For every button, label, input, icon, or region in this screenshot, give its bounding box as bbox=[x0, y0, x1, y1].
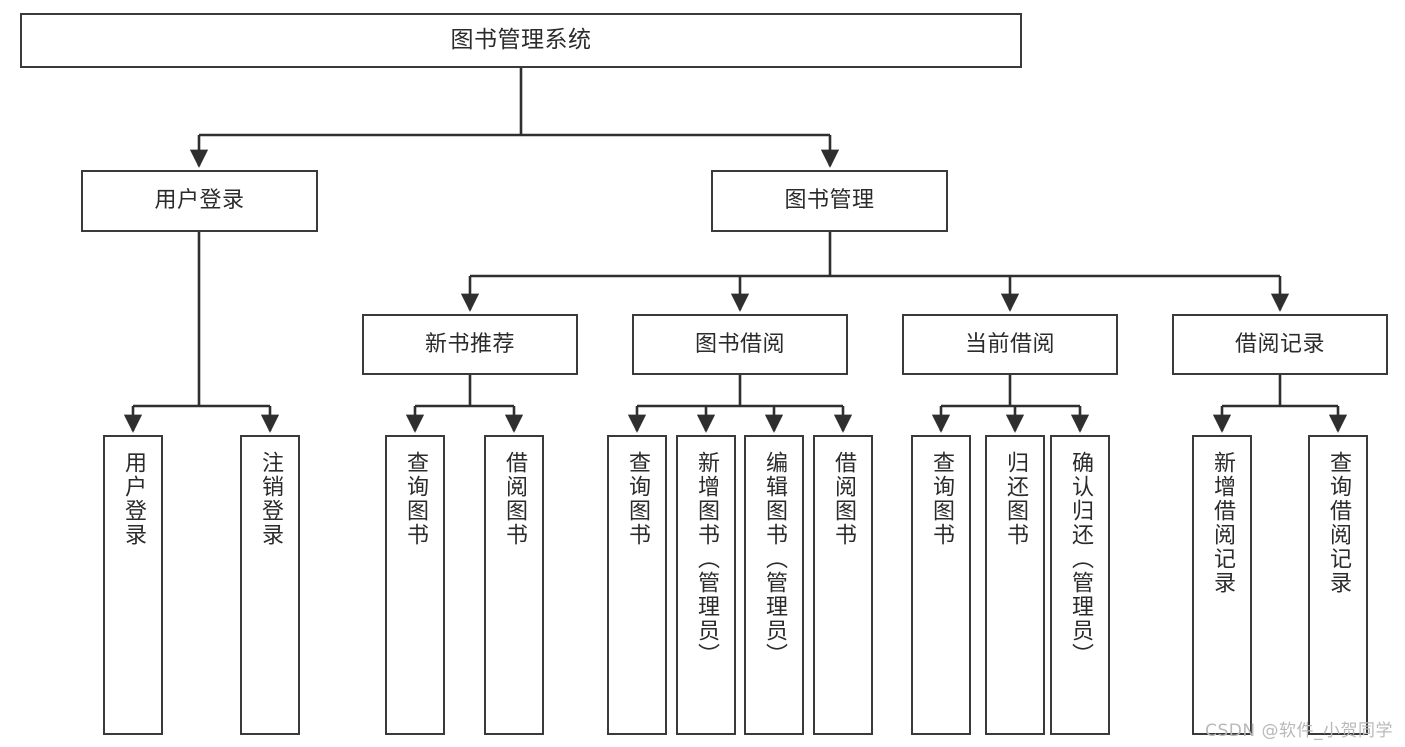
leaf-borrow-add-book[interactable]: 新增图书（管理员） bbox=[676, 435, 736, 735]
leaf-cur-query-book-label: 查询图书 bbox=[928, 451, 954, 547]
leaf-rec-query-book[interactable]: 查询图书 bbox=[385, 435, 445, 735]
leaf-borrow-edit-book[interactable]: 编辑图书（管理员） bbox=[744, 435, 804, 735]
node-borrow-record[interactable]: 借阅记录 bbox=[1172, 314, 1388, 375]
leaf-borrow-add-book-label: 新增图书（管理员） bbox=[693, 451, 719, 667]
leaf-cur-return-book-label: 归还图书 bbox=[1002, 451, 1028, 547]
node-book-management-label: 图书管理 bbox=[784, 188, 875, 214]
node-new-book-recommend[interactable]: 新书推荐 bbox=[362, 314, 578, 375]
leaf-rec-borrow-book-label: 借阅图书 bbox=[501, 451, 527, 547]
leaf-rec-query-book-label: 查询图书 bbox=[402, 451, 428, 547]
leaf-rec-query-record-label: 查询借阅记录 bbox=[1325, 451, 1351, 595]
leaf-cur-query-book[interactable]: 查询图书 bbox=[911, 435, 971, 735]
leaf-borrow-edit-book-label: 编辑图书（管理员） bbox=[761, 451, 787, 667]
node-current-borrow-label: 当前借阅 bbox=[964, 331, 1055, 357]
leaf-rec-query-record[interactable]: 查询借阅记录 bbox=[1308, 435, 1368, 735]
leaf-borrow-query-book-label: 查询图书 bbox=[624, 451, 650, 547]
node-root[interactable]: 图书管理系统 bbox=[20, 13, 1022, 68]
node-user-login-label: 用户登录 bbox=[154, 188, 245, 214]
leaf-user-logout-label: 注销登录 bbox=[257, 451, 283, 547]
node-root-label: 图书管理系统 bbox=[450, 27, 592, 54]
leaf-cur-return-book[interactable]: 归还图书 bbox=[985, 435, 1045, 735]
node-current-borrow[interactable]: 当前借阅 bbox=[902, 314, 1118, 375]
node-user-login[interactable]: 用户登录 bbox=[81, 170, 318, 232]
leaf-cur-confirm-return-label: 确认归还（管理员） bbox=[1067, 451, 1093, 667]
node-new-book-recommend-label: 新书推荐 bbox=[424, 331, 515, 357]
leaf-borrow-query-book[interactable]: 查询图书 bbox=[607, 435, 667, 735]
leaf-rec-add-record[interactable]: 新增借阅记录 bbox=[1192, 435, 1252, 735]
leaf-borrow-borrow-book-label: 借阅图书 bbox=[830, 451, 856, 547]
leaf-user-login-label: 用户登录 bbox=[120, 451, 146, 547]
leaf-rec-add-record-label: 新增借阅记录 bbox=[1209, 451, 1235, 595]
leaf-cur-confirm-return[interactable]: 确认归还（管理员） bbox=[1050, 435, 1110, 735]
node-book-borrow-label: 图书借阅 bbox=[694, 331, 785, 357]
csdn-watermark: CSDN @软件_小贺同学 bbox=[1205, 721, 1393, 741]
node-book-borrow[interactable]: 图书借阅 bbox=[632, 314, 848, 375]
node-book-management[interactable]: 图书管理 bbox=[711, 170, 948, 232]
leaf-user-logout[interactable]: 注销登录 bbox=[240, 435, 300, 735]
leaf-borrow-borrow-book[interactable]: 借阅图书 bbox=[813, 435, 873, 735]
node-borrow-record-label: 借阅记录 bbox=[1234, 331, 1325, 357]
leaf-rec-borrow-book[interactable]: 借阅图书 bbox=[484, 435, 544, 735]
leaf-user-login[interactable]: 用户登录 bbox=[103, 435, 163, 735]
